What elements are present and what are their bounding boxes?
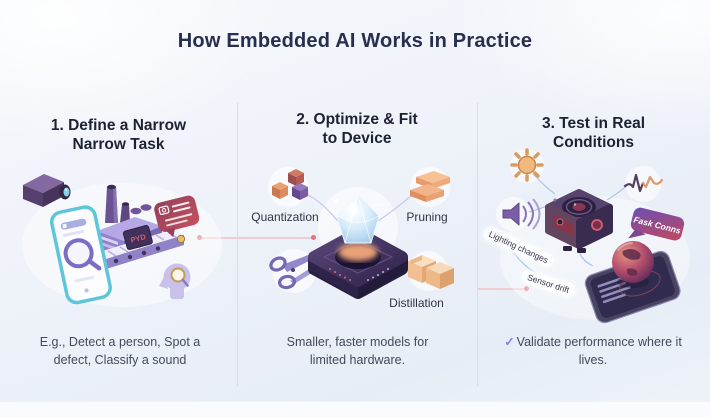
crystal-icon [334,194,384,244]
panel-divider-1 [237,103,238,386]
globe-phone-icon [584,241,681,324]
define-task-illustration: PYD [22,174,222,307]
alert-bubble-icon [154,195,200,238]
connector-dot-2 [524,286,529,291]
check-icon: ✓ [504,335,515,349]
speaker-icon [502,198,541,230]
phone-search-icon [50,205,112,305]
distillation-boxes-icon [408,255,454,289]
machine-badge-text: PYD [130,232,148,245]
ai-chip-icon [308,194,408,299]
panel3-heading: 3. Test in Real Conditions [541,115,646,152]
panel2-heading: 2. Optimize & Fit to Device [296,111,418,148]
panel2-caption: Smaller, faster models for limited hardw… [286,335,429,368]
quantization-cubes-icon [272,169,308,200]
connector-line-2 [477,288,525,290]
panel-divider-2 [477,103,478,386]
pruning-label: Pruning [406,210,448,224]
feedback-bubble-icon: Fask Conns [628,207,685,241]
bottom-strip [0,401,710,417]
page-title: How Embedded AI Works in Practice [177,30,533,52]
machine-badge: PYD [122,225,153,250]
optimize-illustration [268,167,454,299]
camera-icon [23,174,71,207]
sun-icon [510,148,544,182]
panel1-heading: 1. Define a Narrow Narrow Task [50,117,187,154]
pruning-slabs-icon [410,171,450,202]
panel3-caption: ✓Validate performance where it lives. [504,335,682,368]
panel1-caption: E.g., Detect a person, Spot a defect, Cl… [39,335,201,368]
chip-glow [338,243,378,261]
connector-line-1 [201,237,313,239]
connector-dot-1a [197,235,202,240]
quantization-label: Quantization [251,210,319,224]
waveform-icon [623,173,664,193]
connector-dot-1b [311,235,316,240]
head-search-icon [159,263,191,299]
camera-cube-icon [545,189,613,253]
distillation-label: Distillation [389,296,444,310]
